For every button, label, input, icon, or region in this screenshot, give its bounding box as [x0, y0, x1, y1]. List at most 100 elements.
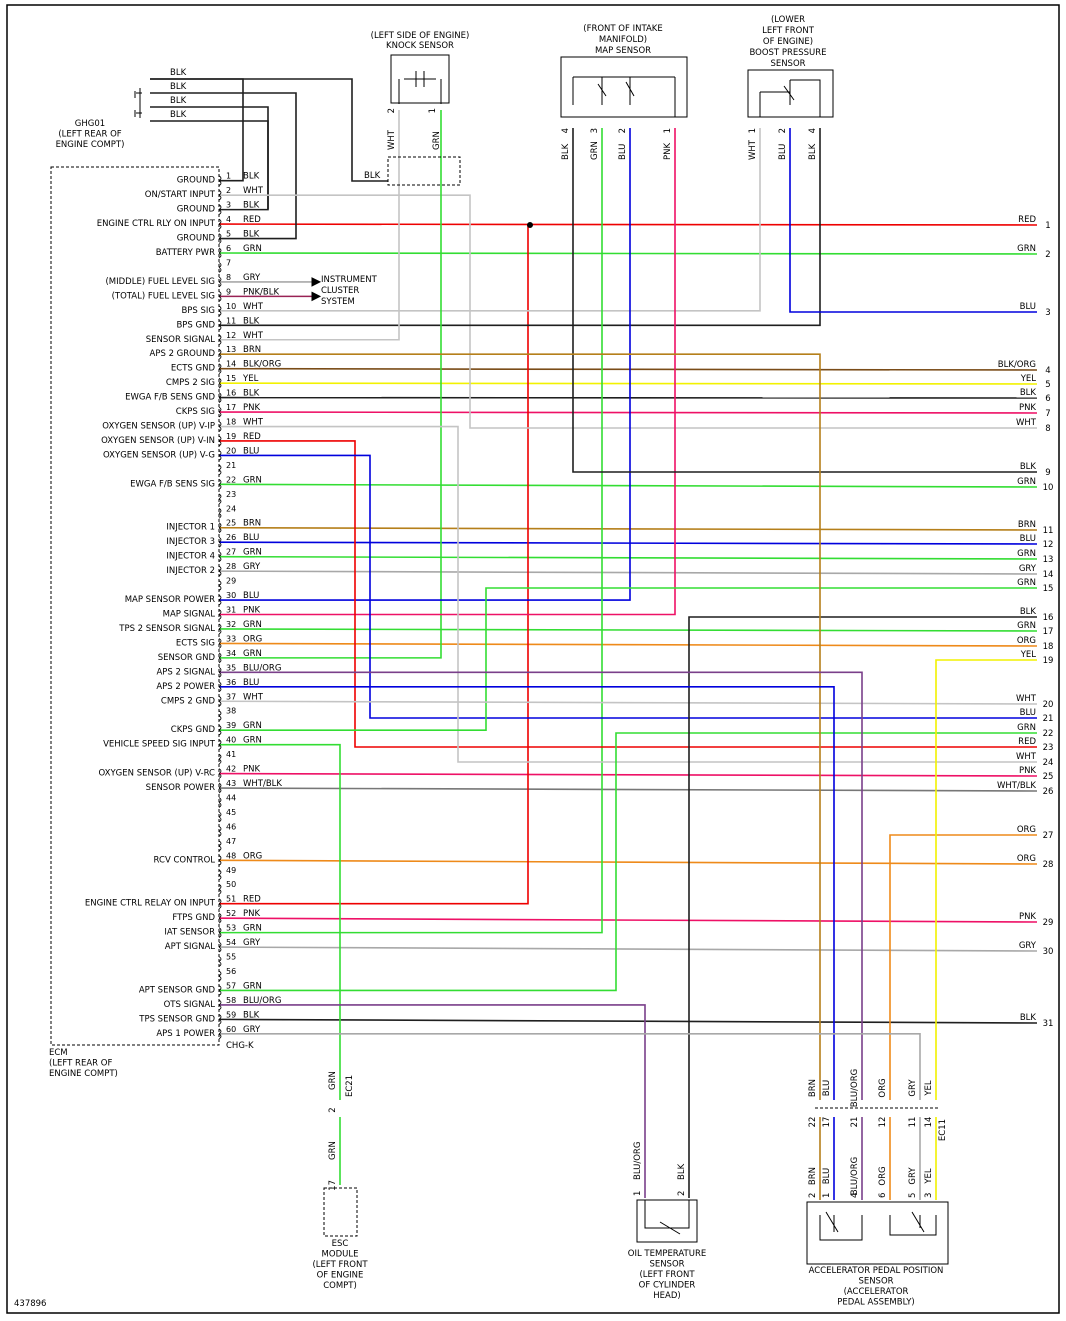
title-line: GHG01: [75, 119, 105, 129]
component-layer: [50, 54, 949, 1265]
ecm-wire-color: GRN: [243, 924, 262, 934]
title-line: OF CYLINDER: [639, 1281, 696, 1291]
aps-upper-wire-color: BRN: [808, 1079, 818, 1097]
cluster-arrows: [311, 277, 322, 302]
aps-lower-wire-color: BLU: [822, 1168, 832, 1184]
harness-exit-wire-color: RED: [1018, 737, 1036, 747]
ecm-pin-number: 15: [226, 374, 236, 383]
relay-wire-51: [219, 225, 529, 905]
ecm-pin-number: 52: [226, 909, 236, 918]
map-wire-color: BLK: [561, 143, 571, 160]
harness-exit-number: 5: [1045, 380, 1050, 390]
ecm-pin-symbol: [218, 768, 222, 779]
harness-exit-number: 27: [1043, 831, 1054, 841]
title-line: COMPT): [323, 1281, 357, 1291]
ecm-pin-symbol: [218, 623, 222, 635]
ecm-pin-symbol: [218, 204, 222, 215]
ecm-pin-number: 55: [226, 953, 236, 962]
ecm-harness-wire: [218, 570, 1038, 575]
ots-gnd-wire: [688, 616, 1037, 1198]
ground-wire-color: BLK: [170, 82, 187, 92]
boost-sensor-box: [747, 69, 834, 118]
ecm-pin-symbol: [218, 667, 222, 678]
map-wire-color: PNK: [663, 143, 673, 160]
ecm-harness-wire: [218, 772, 1038, 777]
title-line: SYSTEM: [321, 297, 355, 307]
ecm-pin-number: 14: [226, 360, 236, 369]
harness-exit-number: 11: [1043, 526, 1054, 536]
ground-wire: [150, 120, 269, 209]
ecm-wire-color: RED: [243, 215, 261, 225]
aps-lower-pin: 5: [908, 1193, 918, 1198]
ecm-pin-symbol: [218, 305, 222, 317]
o2-vg-wire: [219, 454, 1037, 719]
aps-lower-pin: 4: [850, 1193, 860, 1198]
ecm-pin-number: 24: [226, 504, 236, 513]
ecm-wire-color: BLK: [243, 389, 260, 399]
harness-exit-number: 22: [1043, 729, 1054, 739]
ecm-pin-symbol: [218, 652, 222, 664]
oil-wire-color: BLK: [677, 1163, 687, 1180]
aps-element: [819, 1211, 937, 1241]
ecm-pin-number: 25: [226, 519, 236, 528]
ecm-pin-name: APS 2 POWER: [156, 682, 215, 692]
ecm-pin-number: 58: [226, 996, 236, 1005]
ecm-pin-number: 38: [226, 707, 236, 716]
wire-layer: [150, 78, 1038, 1200]
ecm-pin-name: CMPS 2 GND: [161, 696, 216, 706]
ecm-pin-symbol: [218, 464, 222, 476]
ecm-pin-number: 47: [226, 837, 236, 846]
title-line: MANIFOLD): [599, 35, 647, 45]
aps-lower-wire-color: BLU/ORG: [850, 1157, 860, 1195]
aps-upper-pin: 11: [908, 1117, 918, 1128]
ecm-pin-number: 3: [226, 201, 231, 210]
ecm-harness-wire: [218, 555, 1038, 560]
ecm-pin-number: 59: [226, 1010, 236, 1019]
ecm-wire-color: BLU: [243, 533, 259, 543]
ecm-wire-color: GRN: [243, 721, 262, 731]
harness-exit-wire-color: BLK: [1020, 388, 1037, 398]
harness-exit-wire-color: PNK: [1019, 912, 1036, 922]
harness-exit-number: 20: [1043, 700, 1054, 710]
ecm-pin-symbol: [218, 811, 222, 823]
vss-wire: [219, 743, 341, 1100]
title-line: KNOCK SENSOR: [386, 41, 454, 51]
ecm-pin-symbol: [218, 1028, 222, 1040]
ecm-pin-symbol: [218, 247, 222, 259]
ecm-pin-symbol: [218, 912, 222, 924]
title-line: (LEFT SIDE OF ENGINE): [371, 31, 470, 41]
boost-pin: 4: [808, 128, 818, 133]
title-line: ACCELERATOR PEDAL POSITION: [809, 1266, 944, 1276]
ecm-wire-color: GRN: [243, 736, 262, 746]
ecm-pin-symbol: [218, 695, 222, 707]
harness-exit-number: 7: [1045, 409, 1050, 419]
map-sensor-box: [560, 56, 688, 118]
title-line: PEDAL ASSEMBLY): [837, 1298, 914, 1308]
knock-pin: 2: [387, 108, 397, 113]
ecm-pin-number: 8: [226, 273, 231, 282]
ecm-wire-color: PNK: [243, 606, 260, 616]
title-line: INSTRUMENT: [321, 275, 378, 285]
ecm-pin-symbol: [218, 551, 222, 562]
map-wire-color: BLU: [618, 144, 628, 160]
ecm-pin-number: 34: [226, 649, 236, 658]
ecm-connector-label: CHG-K: [226, 1041, 254, 1051]
ecm-pin-symbol: [218, 681, 222, 693]
ecm-pin-symbol: [218, 753, 222, 765]
harness-exit-wire-color: BLU: [1020, 534, 1036, 544]
o2-vin-wire: [219, 440, 1037, 748]
harness-exit-wire-color: PNK: [1019, 766, 1036, 776]
harness-exit-wire-color: YEL: [1020, 650, 1037, 660]
ecm-harness-wire: [218, 1018, 1038, 1024]
ecm-pin-symbol: [218, 724, 222, 736]
ecm-pin-number: 49: [226, 866, 236, 875]
aps-connector: EC11: [938, 1119, 948, 1141]
ecm-pin-name: APT SIGNAL: [165, 942, 215, 952]
ecm-pin-number: 33: [226, 634, 236, 643]
esc-pin: 17: [328, 1180, 338, 1191]
title-line: ESC: [332, 1239, 349, 1249]
ots-wire: [219, 1004, 646, 1198]
title-line: SENSOR: [858, 1277, 893, 1287]
ecm-harness-wire: [218, 541, 1038, 545]
map-pin: 4: [561, 128, 571, 133]
